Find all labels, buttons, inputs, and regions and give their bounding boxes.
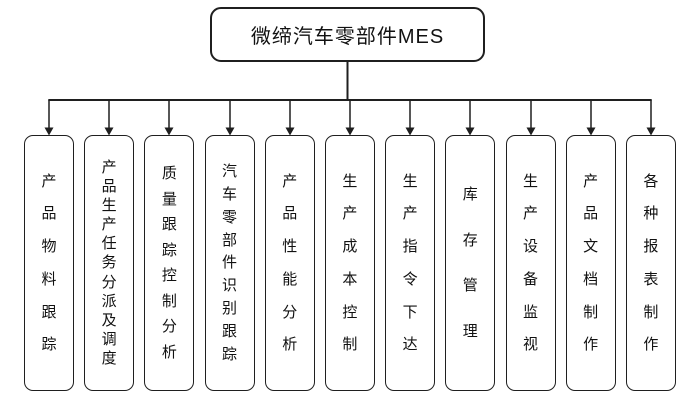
module-box: 质量跟踪控制分析 xyxy=(144,135,195,391)
module-box: 产品性能分析 xyxy=(264,135,315,391)
module-label: 产品物料跟踪 xyxy=(41,172,57,354)
module-label: 产品文档制作 xyxy=(583,172,599,354)
module-box: 产品物料跟踪 xyxy=(24,135,74,391)
module-label: 产品性能分析 xyxy=(282,172,298,354)
module-box: 生产指令下达 xyxy=(385,135,436,391)
root-node: 微缔汽车零部件MES xyxy=(210,7,485,62)
module-box: 各种报表制作 xyxy=(625,135,676,391)
module-row: 产品物料跟踪 产品生产任务分派及调度 质量跟踪控制分析 汽车零部件识别跟踪 产品… xyxy=(24,135,676,391)
module-label: 生产成本控制 xyxy=(342,172,358,354)
module-box: 生产成本控制 xyxy=(324,135,375,391)
module-box: 生产设备监视 xyxy=(505,135,556,391)
module-label: 质量跟踪控制分析 xyxy=(161,165,177,361)
module-box: 汽车零部件识别跟踪 xyxy=(204,135,255,391)
module-box: 库存管理 xyxy=(445,135,496,391)
module-label: 各种报表制作 xyxy=(643,172,659,354)
module-box: 产品生产任务分派及调度 xyxy=(84,135,135,391)
module-box: 产品文档制作 xyxy=(565,135,616,391)
module-label: 汽车零部件识别跟踪 xyxy=(222,162,238,364)
module-label: 产品生产任务分派及调度 xyxy=(101,159,117,367)
module-label: 生产指令下达 xyxy=(402,172,418,354)
root-node-label: 微缔汽车零部件MES xyxy=(250,26,445,48)
module-label: 生产设备监视 xyxy=(522,172,538,354)
module-label: 库存管理 xyxy=(462,185,478,341)
